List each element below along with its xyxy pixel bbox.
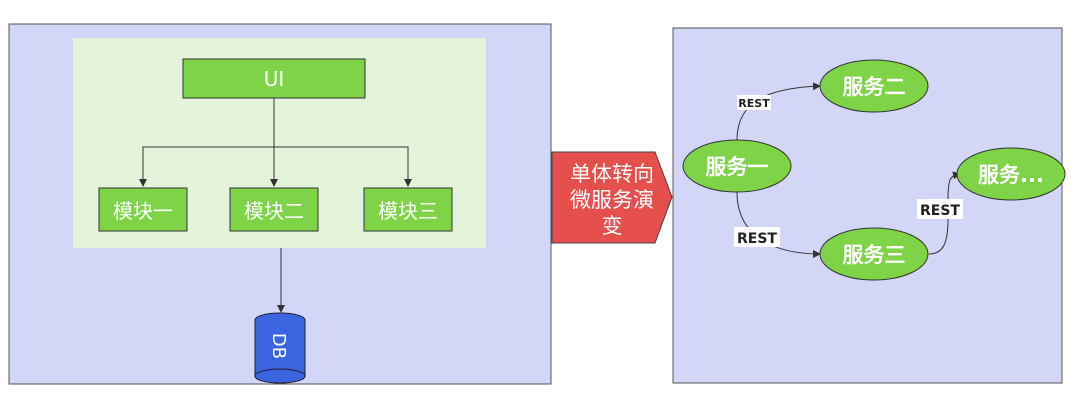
rest-label-2-text: REST xyxy=(737,231,777,247)
rest-label-3: REST xyxy=(917,199,963,219)
rest-label-1-text: REST xyxy=(738,97,770,110)
service-1-label: 服务一 xyxy=(706,155,769,179)
ui-label: UI xyxy=(264,67,285,91)
module-2-label: 模块二 xyxy=(244,199,304,223)
service-more-label: 服务... xyxy=(978,163,1044,187)
module-2: 模块二 xyxy=(229,187,319,232)
transition-arrow: 单体转向 微服务演 变 xyxy=(551,151,673,244)
transition-line-1: 单体转向 xyxy=(570,162,654,186)
rest-label-3-text: REST xyxy=(920,203,960,219)
module-1: 模块一 xyxy=(98,187,188,232)
transition-line-3: 变 xyxy=(602,214,623,238)
service-3-label: 服务三 xyxy=(843,243,906,267)
service-more: 服务... xyxy=(956,147,1066,201)
ui-box xyxy=(182,58,366,99)
service-2: 服务二 xyxy=(819,59,929,113)
service-2-label: 服务二 xyxy=(843,75,906,99)
service-1: 服务一 xyxy=(682,139,792,193)
ui-to-modules-connectors xyxy=(139,98,412,187)
service-3: 服务三 xyxy=(819,227,929,281)
db-label: DB xyxy=(268,333,289,359)
rest-label-2: REST xyxy=(734,227,780,247)
module-3: 模块三 xyxy=(363,187,453,232)
transition-line-2: 微服务演 xyxy=(570,188,654,212)
module-3-label: 模块三 xyxy=(378,199,438,223)
module-1-label: 模块一 xyxy=(113,199,173,223)
rest-label-1: REST xyxy=(737,95,771,110)
database-cylinder: DB xyxy=(254,312,306,384)
